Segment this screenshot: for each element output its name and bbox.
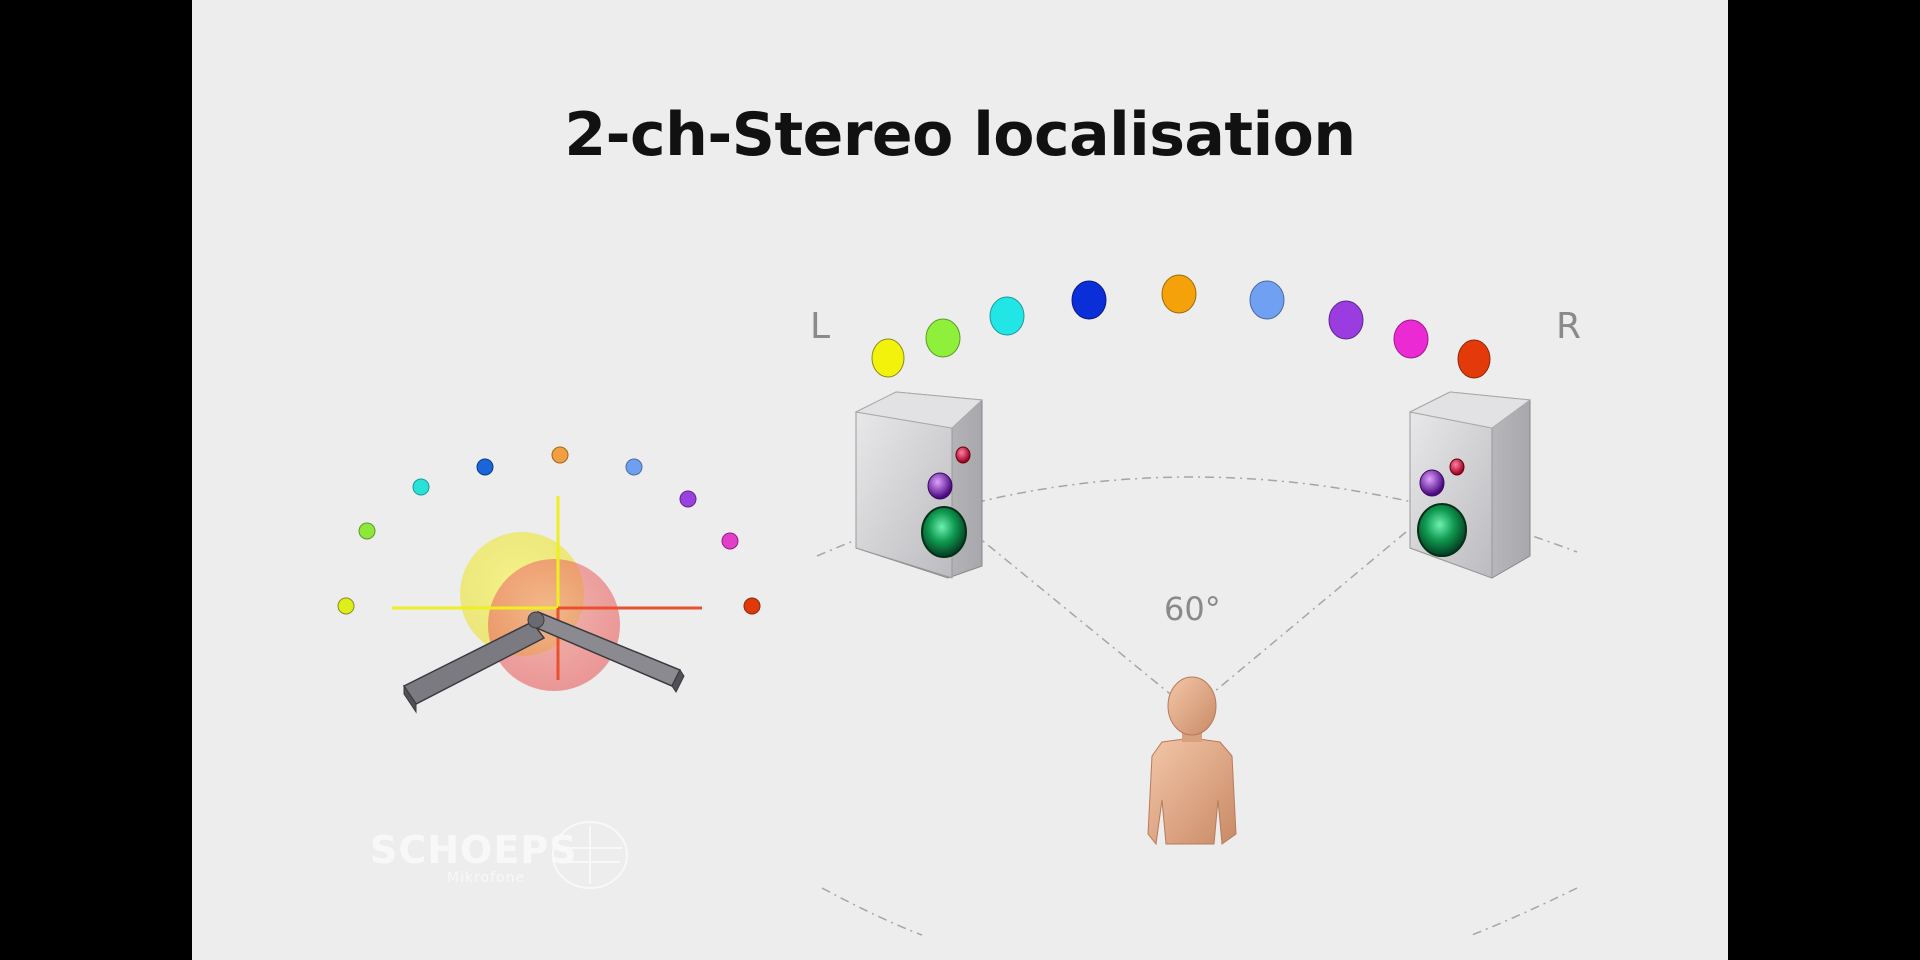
right-channel-label: R (1556, 306, 1582, 347)
angle-label: 60° (1164, 590, 1221, 628)
small-source-arc (337, 446, 761, 615)
sight-line-right (1201, 531, 1407, 703)
small-source-dot (625, 458, 643, 476)
speaker-icon (854, 391, 984, 579)
small-source-dot (679, 490, 697, 508)
small-source-dot (358, 522, 376, 540)
source-ball (1457, 339, 1491, 379)
small-source-dot (476, 458, 494, 476)
source-arc (871, 274, 1491, 379)
small-source-dot (721, 532, 739, 550)
slide: 2-ch-Stereo localisation (192, 0, 1728, 960)
source-ball (1328, 300, 1364, 340)
sight-line-left (971, 531, 1181, 703)
outer-arc (821, 887, 923, 936)
source-ball (1161, 274, 1197, 314)
slide-title: 2-ch-Stereo localisation (564, 100, 1356, 170)
source-ball (1393, 319, 1429, 359)
source-ball (1249, 280, 1285, 320)
source-ball (871, 338, 905, 378)
small-source-dot (551, 446, 569, 464)
stereo-diagram (337, 274, 1578, 936)
listener-figure (1147, 676, 1237, 846)
source-ball (1071, 280, 1107, 320)
logo-mark-icon (552, 821, 628, 889)
outer-arc (1471, 887, 1578, 936)
small-source-dot (412, 478, 430, 496)
logo-subtitle: Mikrofone (447, 870, 526, 886)
small-source-dot (743, 597, 761, 615)
speaker-icon (1408, 391, 1532, 579)
logo-wordmark: SCHOEPS (370, 828, 578, 872)
source-ball (925, 318, 961, 358)
source-ball (989, 296, 1025, 336)
left-channel-label: L (810, 306, 831, 347)
small-source-dot (337, 597, 355, 615)
microphone-pair-icon (392, 496, 702, 714)
